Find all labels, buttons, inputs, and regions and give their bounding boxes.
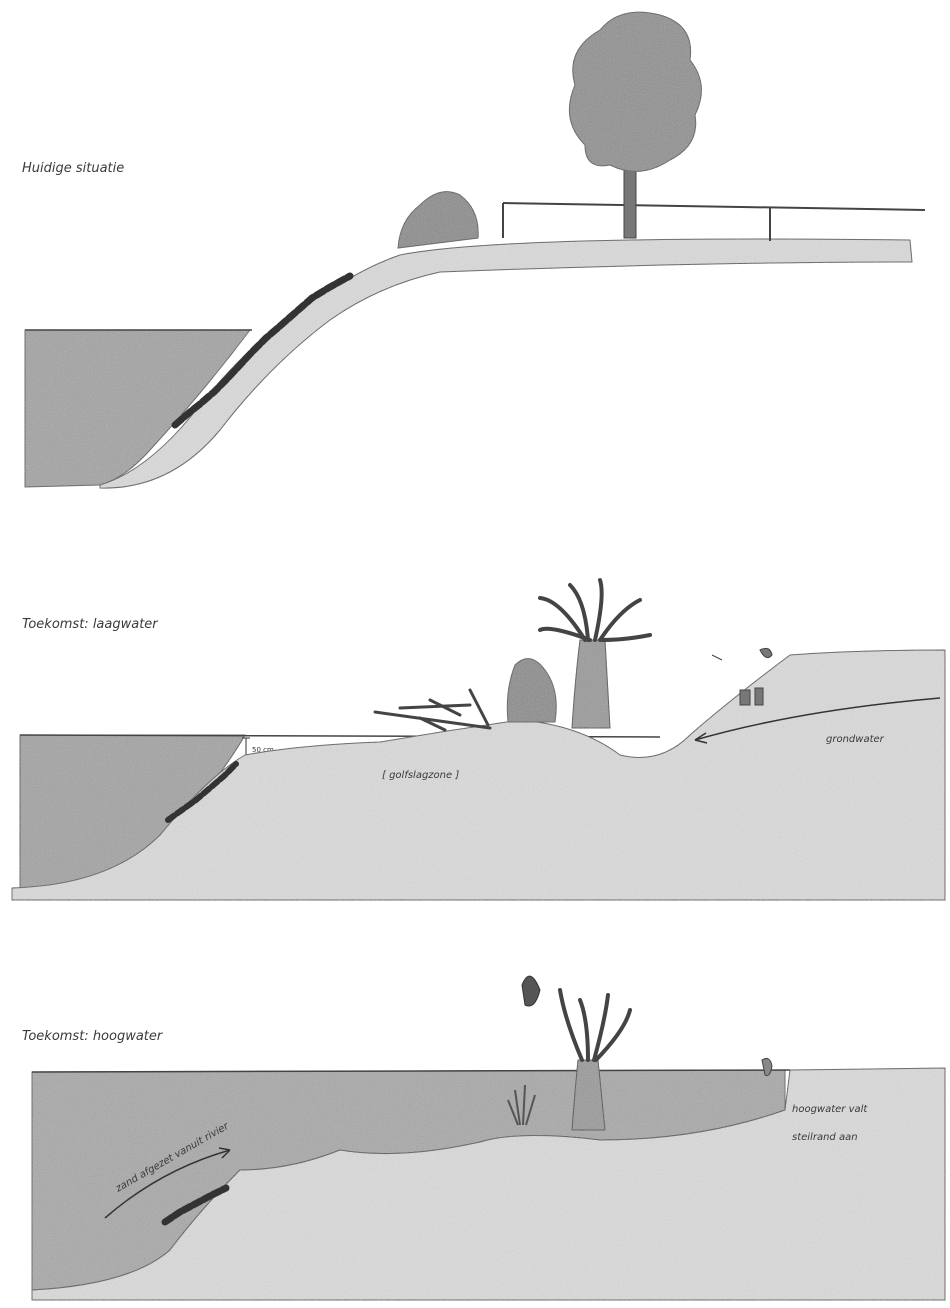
panel-future-low-water: Toekomst: laagwater 50 cm [ golfslagzone… <box>12 580 945 900</box>
willow-branches <box>540 580 650 640</box>
panel-title-current: Huidige situatie <box>22 161 124 176</box>
willow-branches <box>560 990 630 1060</box>
dead-wood <box>375 690 490 730</box>
zone-label: [ golfslagzone ] <box>382 770 459 781</box>
shrub <box>507 659 556 722</box>
shrub <box>398 192 478 248</box>
willow-trunk <box>572 640 610 728</box>
steep-edge-note-line1: hoogwater valt <box>792 1104 868 1115</box>
tree-crown <box>569 12 701 171</box>
panel-current-situation: Huidige situatie <box>22 12 925 488</box>
panel-title-low-water: Toekomst: laagwater <box>22 617 159 632</box>
panel-title-high-water: Toekomst: hoogwater <box>22 1029 164 1044</box>
fence <box>503 203 925 241</box>
groundwater-label: grondwater <box>826 734 885 745</box>
bird <box>522 976 540 1006</box>
panel-future-high-water: Toekomst: hoogwater zand afgezet vanuit … <box>22 976 945 1300</box>
steep-edge-note-line2: steilrand aan <box>792 1132 858 1143</box>
